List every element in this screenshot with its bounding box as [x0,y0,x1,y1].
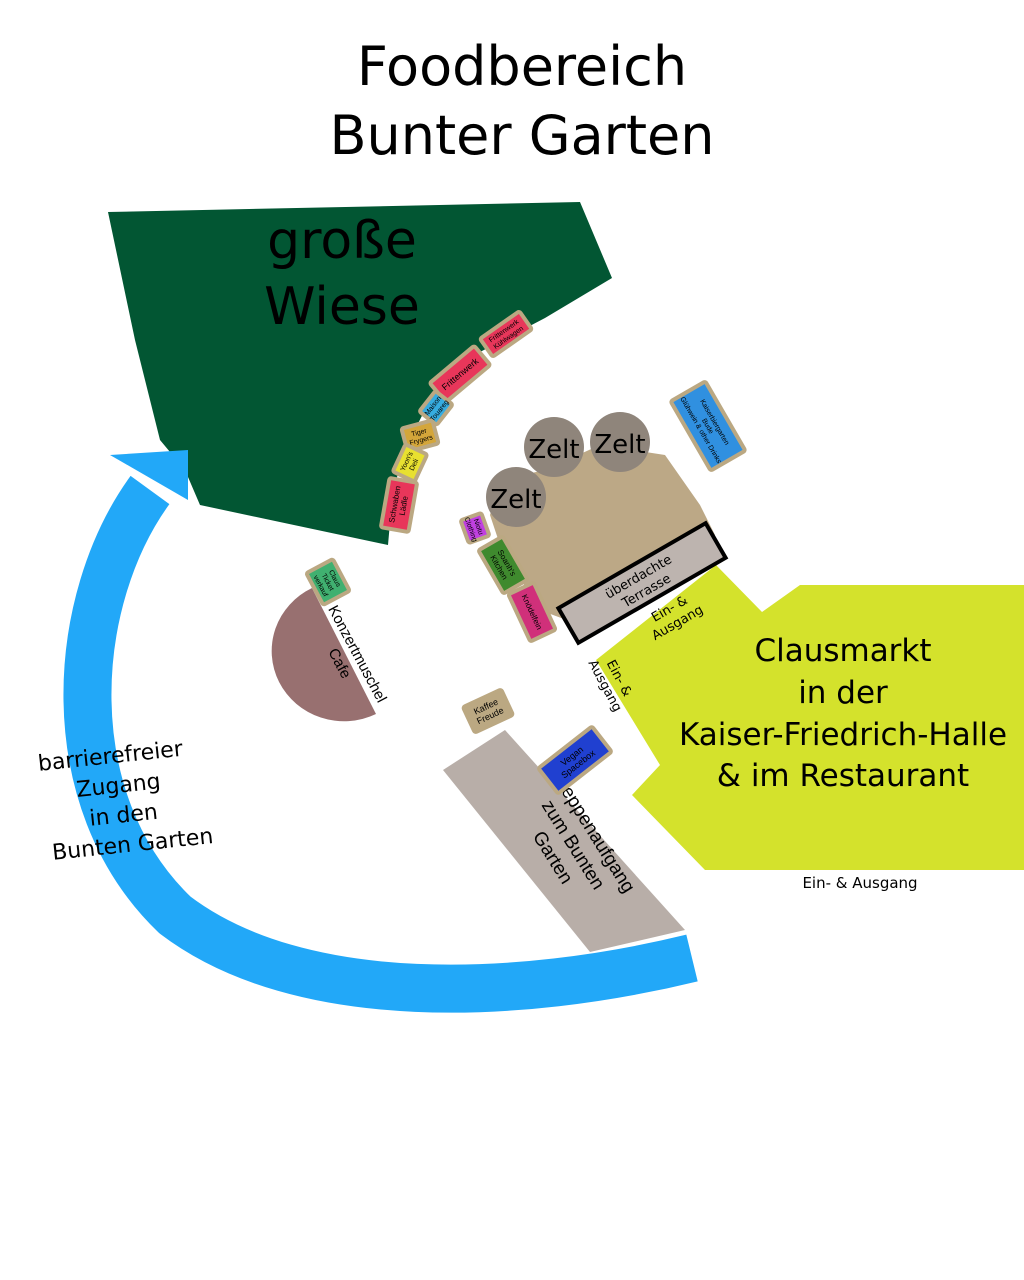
meadow-label-line2: Wiese [264,277,420,337]
arrow-head-icon [110,450,188,500]
map-title-line1: Foodbereich [357,35,687,98]
stall-box [459,511,491,545]
clausmarkt-area [596,565,1024,870]
tent-2-label: Zelt [594,430,645,460]
clausmarkt-label-4: & im Restaurant [717,758,969,794]
grosse-wiese-area [108,202,612,545]
stall-box [669,380,747,472]
clausmarkt-label-1: Clausmarkt [754,633,931,669]
konzertmuschel-cafe [271,588,376,722]
stall-label: Tiger [411,427,429,438]
meadow-label-line1: große [267,211,417,271]
tent-1-label: Zelt [528,435,579,465]
stall-box [399,418,441,454]
tent-3-label: Zelt [490,485,541,515]
stall-box [478,310,534,358]
stall-box [461,688,515,734]
stall-label: Lädle [398,495,410,516]
stall-box [418,389,454,427]
tent-3: Zelt [486,467,546,527]
bottom-entrance-label: Ein- & Ausgang [802,874,917,892]
clausmarkt-label-3: Kaiser-Friedrich-Halle [679,717,1007,753]
stall-box [537,725,613,795]
stall-box [379,476,419,534]
treppenaufgang-area [443,730,685,952]
tent-1: Zelt [524,417,584,477]
food-stalls: FrittenwerkKühlwagenFrittenwerkMaisonTou… [305,310,747,795]
stall-box [506,581,558,643]
tent-2: Zelt [590,412,650,472]
map-title-line2: Bunter Garten [329,104,714,167]
accessible-path-arrow [63,475,698,1013]
stall-box [305,557,351,607]
stall-box [477,535,529,595]
ueberdachte-terrasse: überdachte Terrasse [555,520,729,646]
stall-box [391,442,429,484]
clausmarkt-label-2: in der [798,675,888,711]
tent-area [490,445,715,622]
stall-knödelfein: Knödelfein [506,581,558,643]
stall-label: Deli [409,458,421,472]
